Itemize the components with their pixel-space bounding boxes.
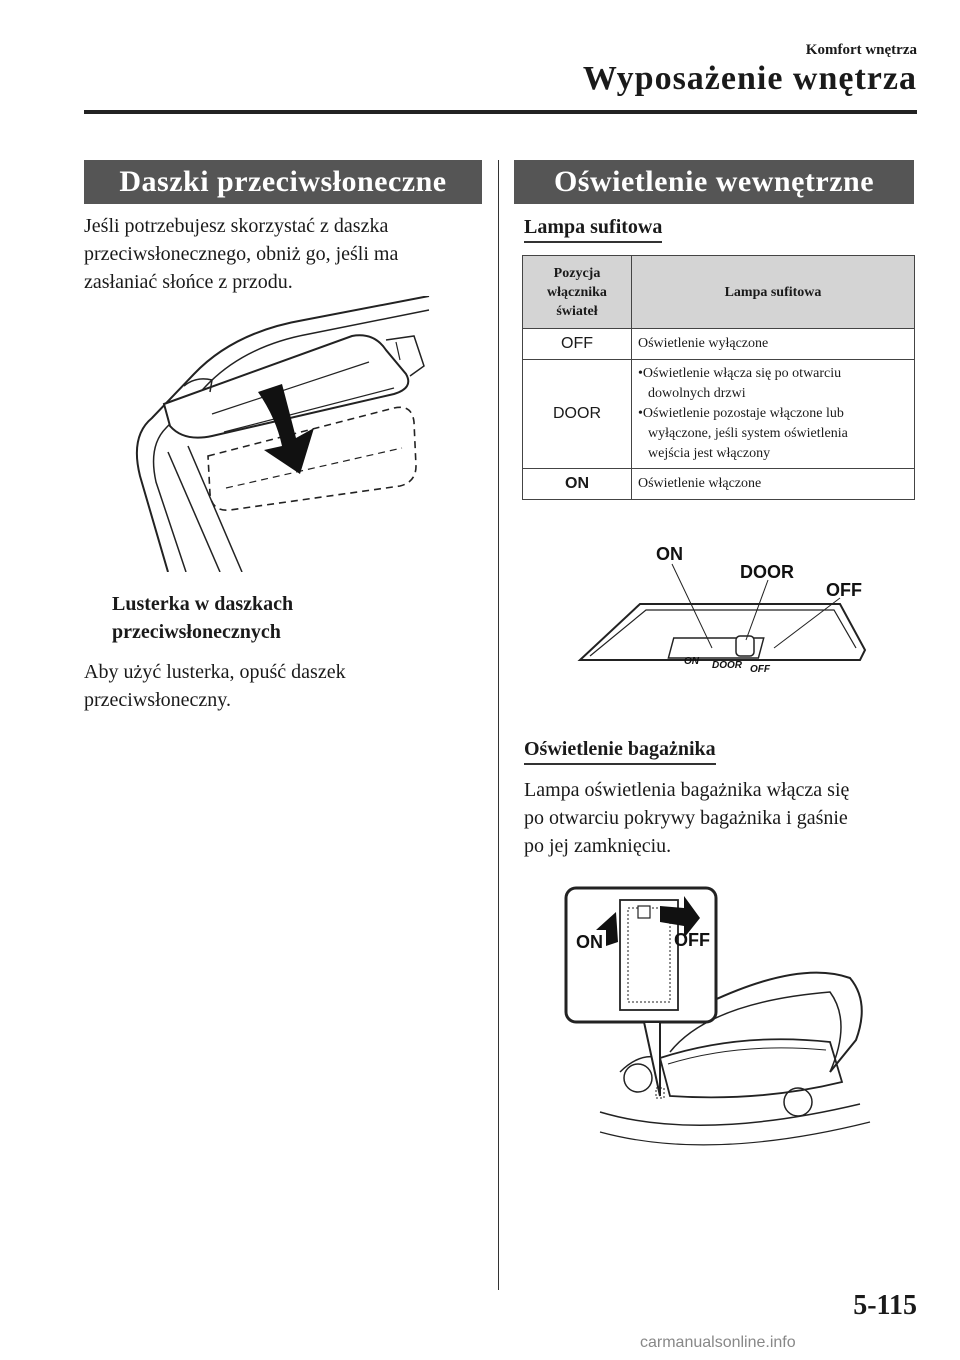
mirror-heading: Lusterka w daszkach przeciwsłonecznych bbox=[112, 590, 293, 646]
text-line: Aby użyć lusterka, opuść daszek bbox=[84, 661, 346, 683]
sun-visors-banner: Daszki przeciwsłoneczne bbox=[84, 160, 482, 204]
interior-lights-banner: Oświetlenie wewnętrzne bbox=[514, 160, 914, 204]
bullet-line: dowolnych drzwi bbox=[648, 386, 746, 401]
row-description: Oświetlenie wyłączone bbox=[631, 328, 915, 360]
footer-watermark: carmanualsonline.info bbox=[640, 1334, 796, 1351]
ceiling-lamp-illustration: ON DOOR OFF ON DOOR OFF bbox=[577, 544, 867, 675]
text-line: po otwarciu pokrywy bagażnika i gaśnie bbox=[524, 807, 848, 829]
position-on: ON bbox=[522, 468, 632, 500]
lamp-label-off: OFF bbox=[826, 580, 862, 600]
heading-line: przeciwsłonecznych bbox=[112, 621, 281, 643]
switch-marking-off: OFF bbox=[750, 664, 771, 675]
position-off: OFF bbox=[522, 328, 632, 360]
mirror-text: Aby użyć lusterka, opuść daszek przeciws… bbox=[84, 658, 484, 714]
text-line: Lampa oświetlenia bagażnika włącza się bbox=[524, 779, 850, 801]
trunk-light-illustration: ON OFF bbox=[564, 886, 871, 1146]
bullet-line: •Oświetlenie pozostaje włączone lub bbox=[638, 406, 844, 421]
table-header-row: Pozycja włącznika świateł Lampa sufitowa bbox=[522, 255, 915, 329]
trunk-light-text: Lampa oświetlenia bagażnika włącza się p… bbox=[524, 776, 924, 860]
lamp-label-door: DOOR bbox=[740, 562, 794, 582]
bullet-line: •Oświetlenie włącza się po otwarciu bbox=[638, 366, 842, 381]
trunk-label-on: ON bbox=[576, 932, 603, 952]
table-row: DOOR •Oświetlenie włącza się po otwarciu… bbox=[522, 359, 915, 469]
sun-visor-intro: Jeśli potrzebujesz skorzystać z daszka p… bbox=[84, 212, 484, 296]
ceiling-lamp-table: Pozycja włącznika świateł Lampa sufitowa… bbox=[522, 255, 915, 500]
sun-visor-illustration bbox=[135, 296, 430, 572]
section-subtitle: Komfort wnętrza bbox=[805, 42, 917, 58]
table-row: ON Oświetlenie włączone bbox=[522, 468, 915, 500]
text-line: po jej zamknięciu. bbox=[524, 835, 672, 857]
ceiling-lamp-heading: Lampa sufitowa bbox=[524, 216, 663, 243]
header-line: Pozycja bbox=[553, 265, 601, 281]
row-description: •Oświetlenie włącza się po otwarciu dowo… bbox=[631, 359, 915, 469]
table-row: OFF Oświetlenie wyłączone bbox=[522, 328, 915, 360]
trunk-light-heading: Oświetlenie bagażnika bbox=[524, 738, 716, 765]
header-position: Pozycja włącznika świateł bbox=[522, 255, 632, 329]
text-line: Jeśli potrzebujesz skorzystać z daszka bbox=[84, 215, 389, 237]
header-line: włącznika bbox=[547, 284, 607, 300]
page-number: 5-115 bbox=[853, 1290, 917, 1321]
text-line: przeciwsłonecznego, obniż go, jeśli ma bbox=[84, 243, 399, 265]
switch-marking-door: DOOR bbox=[712, 660, 743, 671]
column-divider bbox=[498, 160, 499, 1290]
switch-marking-on: ON bbox=[684, 656, 700, 667]
heading-line: Lusterka w daszkach bbox=[112, 593, 294, 615]
header-ceiling-lamp: Lampa sufitowa bbox=[631, 255, 915, 329]
row-description: Oświetlenie włączone bbox=[631, 468, 915, 500]
lamp-label-on: ON bbox=[656, 544, 683, 564]
header-line: świateł bbox=[556, 303, 598, 319]
page-title: Wyposażenie wnętrza bbox=[582, 60, 917, 97]
header-divider bbox=[84, 110, 917, 114]
bullet-line: wejścia jest włączony bbox=[648, 446, 771, 461]
bullet-line: wyłączone, jeśli system oświetlenia bbox=[648, 426, 848, 441]
text-line: przeciwsłoneczny. bbox=[84, 689, 231, 711]
text-line: zasłaniać słońce z przodu. bbox=[84, 271, 293, 293]
position-door: DOOR bbox=[522, 359, 632, 469]
trunk-label-off: OFF bbox=[674, 930, 710, 950]
